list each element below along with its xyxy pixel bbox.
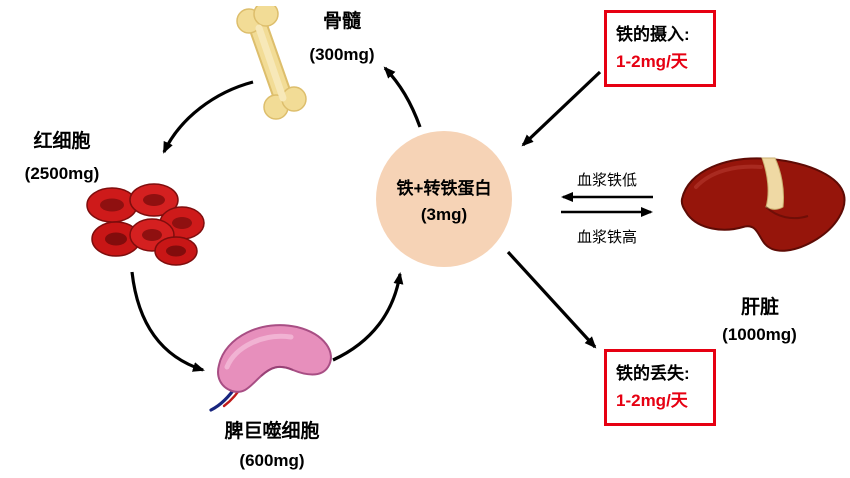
arrow-spleen-to-transferrin — [332, 272, 404, 362]
iron-loss-box: 铁的丢失: 1-2mg/天 — [604, 349, 716, 427]
iron-intake-value: 1-2mg/天 — [616, 52, 688, 72]
plasma-iron-high-label: 血浆铁高 — [576, 229, 637, 246]
arrow-transferrin-to-bonemarrow — [383, 66, 422, 128]
transferrin-label: 铁+转铁蛋白 — [396, 178, 492, 198]
arrow-transferrin-to-loss — [506, 250, 597, 349]
iron-loss-title: 铁的丢失: — [616, 364, 690, 383]
liver-icon — [676, 147, 848, 285]
plasma-iron-low-label: 血浆铁低 — [576, 172, 637, 189]
transferrin-amount: (3mg) — [420, 204, 468, 224]
iron-intake-title: 铁的摄入: — [616, 25, 690, 44]
iron-intake-box: 铁的摄入: 1-2mg/天 — [604, 10, 716, 88]
transferrin-node: 铁+转铁蛋白 (3mg) — [376, 131, 512, 267]
bone-marrow-amount: (300mg) — [309, 45, 375, 64]
arrow-intake-to-transferrin — [521, 70, 602, 147]
iron-loss-value: 1-2mg/天 — [616, 391, 688, 411]
rbc-label: 红细胞 — [33, 131, 91, 152]
liver-label: 肝脏 — [740, 297, 779, 318]
spleen-label: 脾巨噬细胞 — [224, 421, 320, 442]
spleen-amount: (600mg) — [239, 451, 305, 470]
rbc-amount: (2500mg) — [24, 164, 100, 183]
bone-marrow-label: 骨髓 — [322, 11, 361, 32]
spleen-icon — [207, 315, 339, 419]
red-blood-cells-icon — [78, 183, 210, 271]
arrow-rbc-to-spleen — [130, 271, 205, 372]
liver-amount: (1000mg) — [722, 325, 797, 344]
bone-icon — [228, 6, 314, 120]
